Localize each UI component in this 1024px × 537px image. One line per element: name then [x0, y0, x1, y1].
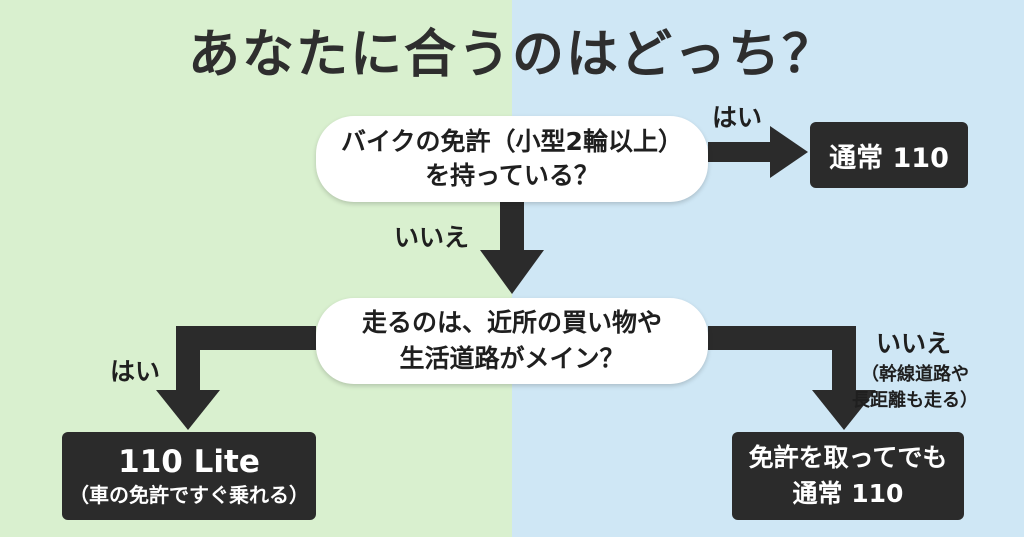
label-no-2: いいえ	[876, 329, 952, 358]
question-usage: 走るのは、近所の買い物や 生活道路がメイン？	[316, 298, 708, 384]
question-license-line2: を持っている？	[425, 161, 599, 190]
arrow-yes1-shaft	[708, 142, 774, 162]
result-regular-label: 通常 110	[829, 142, 949, 174]
label-yes-1: はい	[712, 103, 763, 132]
page-title: あなたに合うのはどっち？	[187, 25, 836, 85]
result-lite-subtitle: （車の免許ですぐ乗れる）	[69, 483, 309, 507]
result-license-line2: 通常 110	[792, 479, 904, 508]
arrow-no2-horizontal	[708, 326, 856, 350]
arrow-no2-head	[812, 390, 876, 430]
question-usage-line1: 走るのは、近所の買い物や	[361, 308, 662, 337]
question-license-line1: バイクの免許（小型2輪以上）	[341, 127, 683, 156]
question-license: バイクの免許（小型2輪以上） を持っている？	[316, 116, 708, 202]
arrow-yes2-vertical	[176, 326, 200, 392]
arrow-no1-shaft	[500, 202, 524, 254]
result-lite-title: 110 Lite	[118, 444, 260, 480]
result-regular: 通常 110	[810, 122, 968, 188]
label-no-1: いいえ	[394, 223, 470, 252]
question-usage-line2: 生活道路がメイン？	[399, 344, 625, 373]
no2-note-line2: 長距離も走る）	[852, 390, 978, 411]
arrow-no2-vertical	[832, 326, 856, 392]
result-lite: 110 Lite （車の免許ですぐ乗れる）	[62, 432, 316, 520]
label-yes-2: はい	[110, 357, 161, 386]
arrow-no1-head	[480, 250, 544, 294]
no2-note-line1: （幹線道路や	[861, 364, 969, 385]
arrow-yes2-head	[156, 390, 220, 430]
result-license-line1: 免許を取ってでも	[748, 443, 948, 472]
no2-note: （幹線道路や 長距離も走る）	[852, 362, 978, 414]
result-license-then-regular: 免許を取ってでも 通常 110	[732, 432, 964, 520]
arrow-yes1-head	[770, 126, 808, 178]
